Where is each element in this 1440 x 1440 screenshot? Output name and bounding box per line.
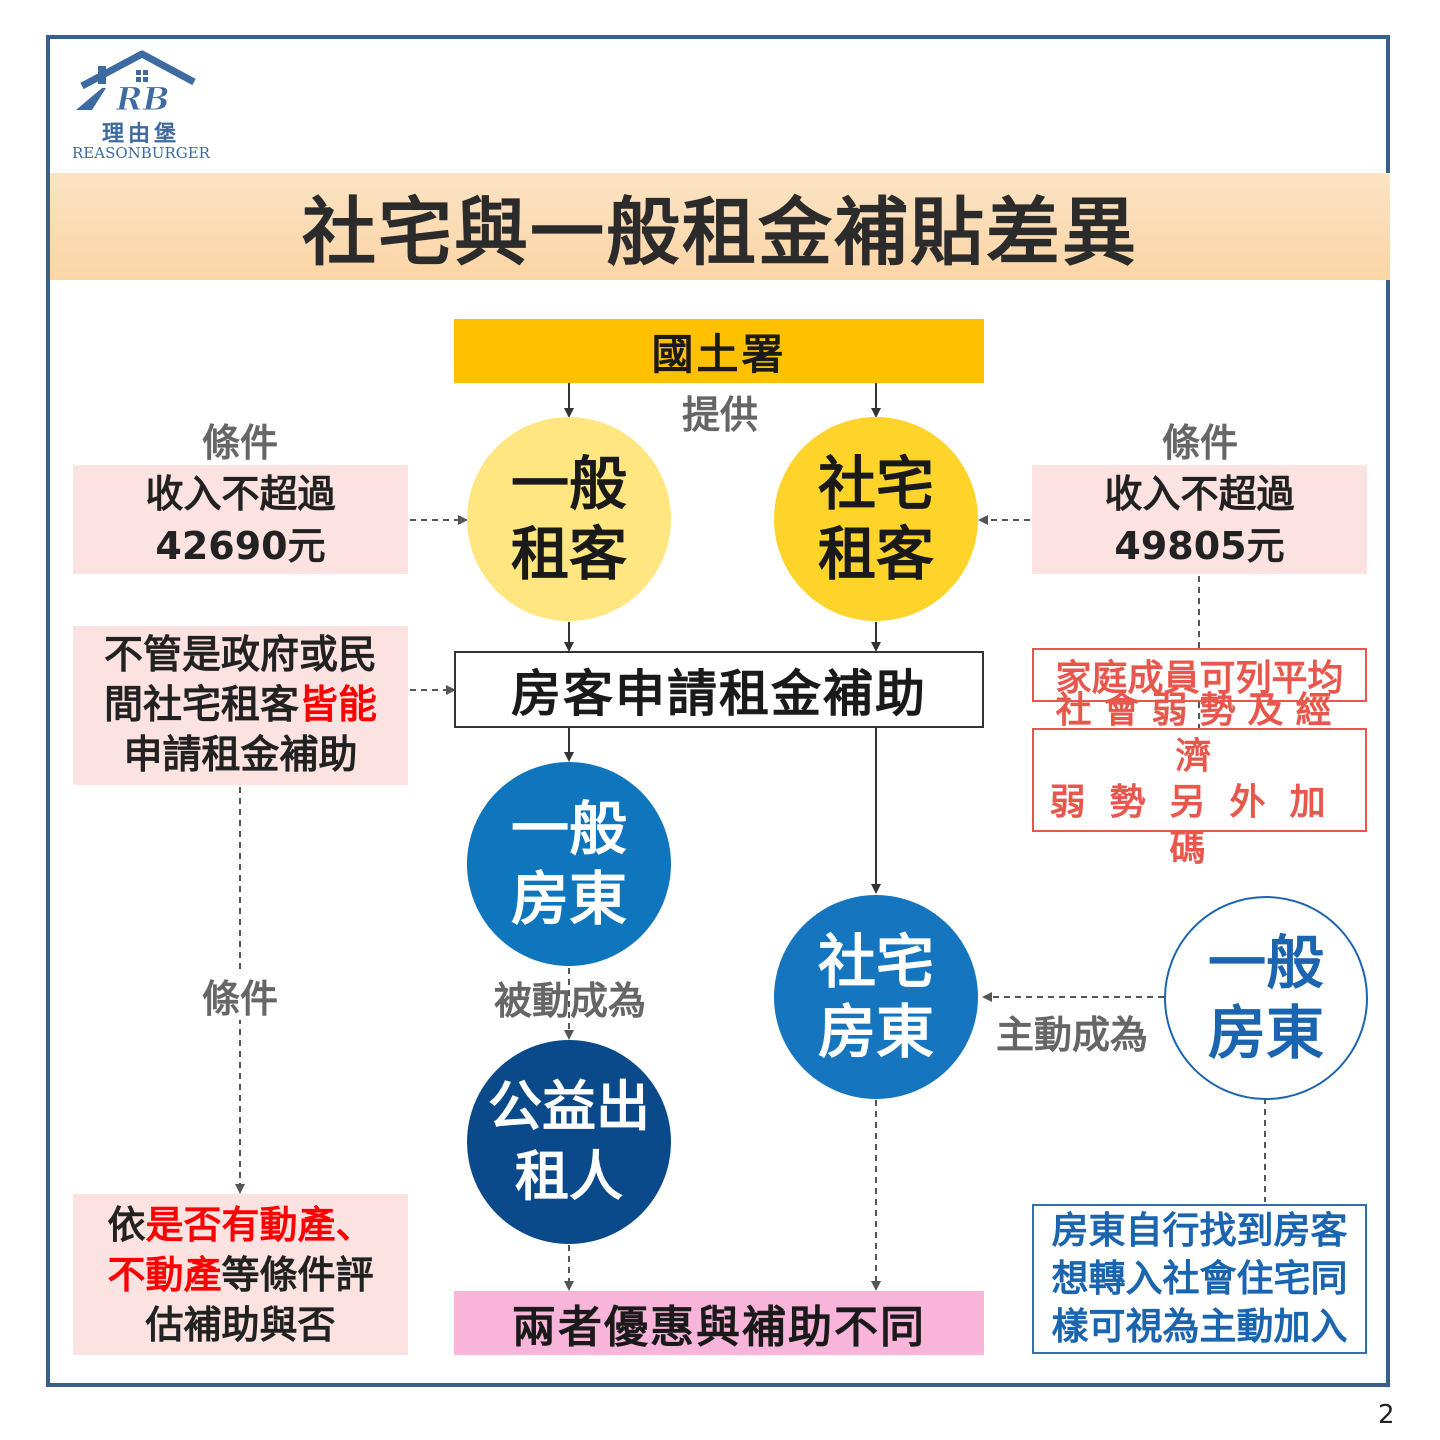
middle-condition-label: 條件 [180,970,300,1021]
social-landlord-line1: 社宅 [817,928,934,996]
logo: RB 理由堡 REASONBURGER [66,48,226,166]
left-note-line1: 不管是政府或民 [103,632,377,678]
left-note-line2-plain: 間社宅租客 [103,682,299,728]
bottom-right-box: 房東自行找到房客 想轉入社會住宅同 樣可視為主動加入 [1032,1204,1367,1354]
right-condition-label: 條件 [1161,420,1238,465]
bottom-right-line2: 想轉入社會住宅同 [1051,1257,1348,1300]
bottom-left-line2: 不動產等條件評 [107,1250,373,1300]
family-average-label: 家庭成員可列平均 [1055,658,1344,699]
house-logo-icon: RB [76,50,196,118]
apply-subsidy-box: 房客申請租金補助 [454,651,984,728]
general-landlord-right-line2: 房東 [1207,999,1324,1067]
social-landlord-circle: 社宅 房東 [774,895,978,1099]
general-landlord-right-circle: 一般 房東 [1164,896,1368,1100]
bottom-left-line1: 依是否有動產、 [107,1200,373,1250]
general-landlord-right-line1: 一般 [1207,929,1324,997]
apply-subsidy-label: 房客申請租金補助 [511,664,927,723]
social-landlord-line2: 房東 [817,998,934,1066]
family-average-box: 家庭成員可列平均 [1032,648,1367,702]
right-condition-line1: 收入不超過 [1104,471,1295,516]
public-welfare-line1: 公益出 [488,1075,650,1138]
logo-mark: RB [115,80,170,118]
left-note-line2-red: 皆能 [299,682,378,728]
bottom-center-label: 兩者優惠與補助不同 [512,1302,926,1353]
left-condition-line1: 收入不超過 [145,471,336,516]
left-note-line2: 間社宅租客皆能 [104,681,377,731]
left-condition-label: 條件 [201,420,278,465]
social-tenant-line1: 社宅 [817,450,934,518]
left-note-box: 不管是政府或民 間社宅租客皆能 申請租金補助 [73,626,408,785]
left-note-line3: 申請租金補助 [123,732,358,778]
right-condition-box: 收入不超過 49805元 [1032,465,1367,574]
active-label: 主動成為 [995,1012,1148,1057]
bottom-center-box: 兩者優惠與補助不同 [454,1291,984,1355]
social-tenant-line2: 租客 [817,520,934,588]
page-number: 2 [1378,1400,1395,1430]
general-landlord-line1: 一般 [510,795,627,863]
bottom-left-box: 依是否有動產、 不動產等條件評 估補助與否 [73,1194,408,1355]
social-tenant-circle: 社宅 租客 [774,417,978,621]
general-landlord-line2: 房東 [510,865,627,933]
title-band [50,173,1390,280]
general-tenant-line2: 租客 [510,520,627,588]
top-node-label: 國土署 [651,329,787,379]
extra-bonus-line2: 弱勢另外加碼 [1049,782,1350,869]
page-frame [46,35,1390,1387]
bottom-right-line3: 樣可視為主動加入 [1051,1305,1348,1348]
provide-label: 提供 [681,392,758,437]
bottom-left-p1: 依 [107,1202,146,1247]
top-node: 國土署 [454,319,984,383]
general-tenant-line1: 一般 [510,450,627,518]
bottom-left-p2: 等條件評 [221,1252,374,1297]
bottom-left-line3: 估補助與否 [145,1302,336,1347]
logo-english: REASONBURGER [72,144,210,162]
bottom-left-r1: 是否有動產、 [145,1202,374,1247]
left-condition-box: 收入不超過 42690元 [73,465,408,574]
public-welfare-line2: 租人 [515,1145,623,1208]
bottom-left-r2: 不動產 [107,1252,222,1297]
extra-bonus-line1: 社會弱勢及經濟 [1055,690,1344,777]
page-title: 社宅與一般租金補貼差異 [302,190,1138,276]
bottom-right-line1: 房東自行找到房客 [1051,1209,1348,1252]
extra-bonus-box: 社會弱勢及經濟 弱勢另外加碼 [1032,690,1367,869]
general-tenant-circle: 一般 租客 [467,417,671,621]
public-welfare-circle: 公益出 租人 [467,1040,671,1244]
passive-label: 被動成為 [493,978,646,1023]
right-condition-line2: 49805元 [1114,523,1285,568]
general-landlord-circle: 一般 房東 [467,762,671,966]
logo-chinese: 理由堡 [102,121,181,147]
left-condition-line2: 42690元 [155,523,326,568]
